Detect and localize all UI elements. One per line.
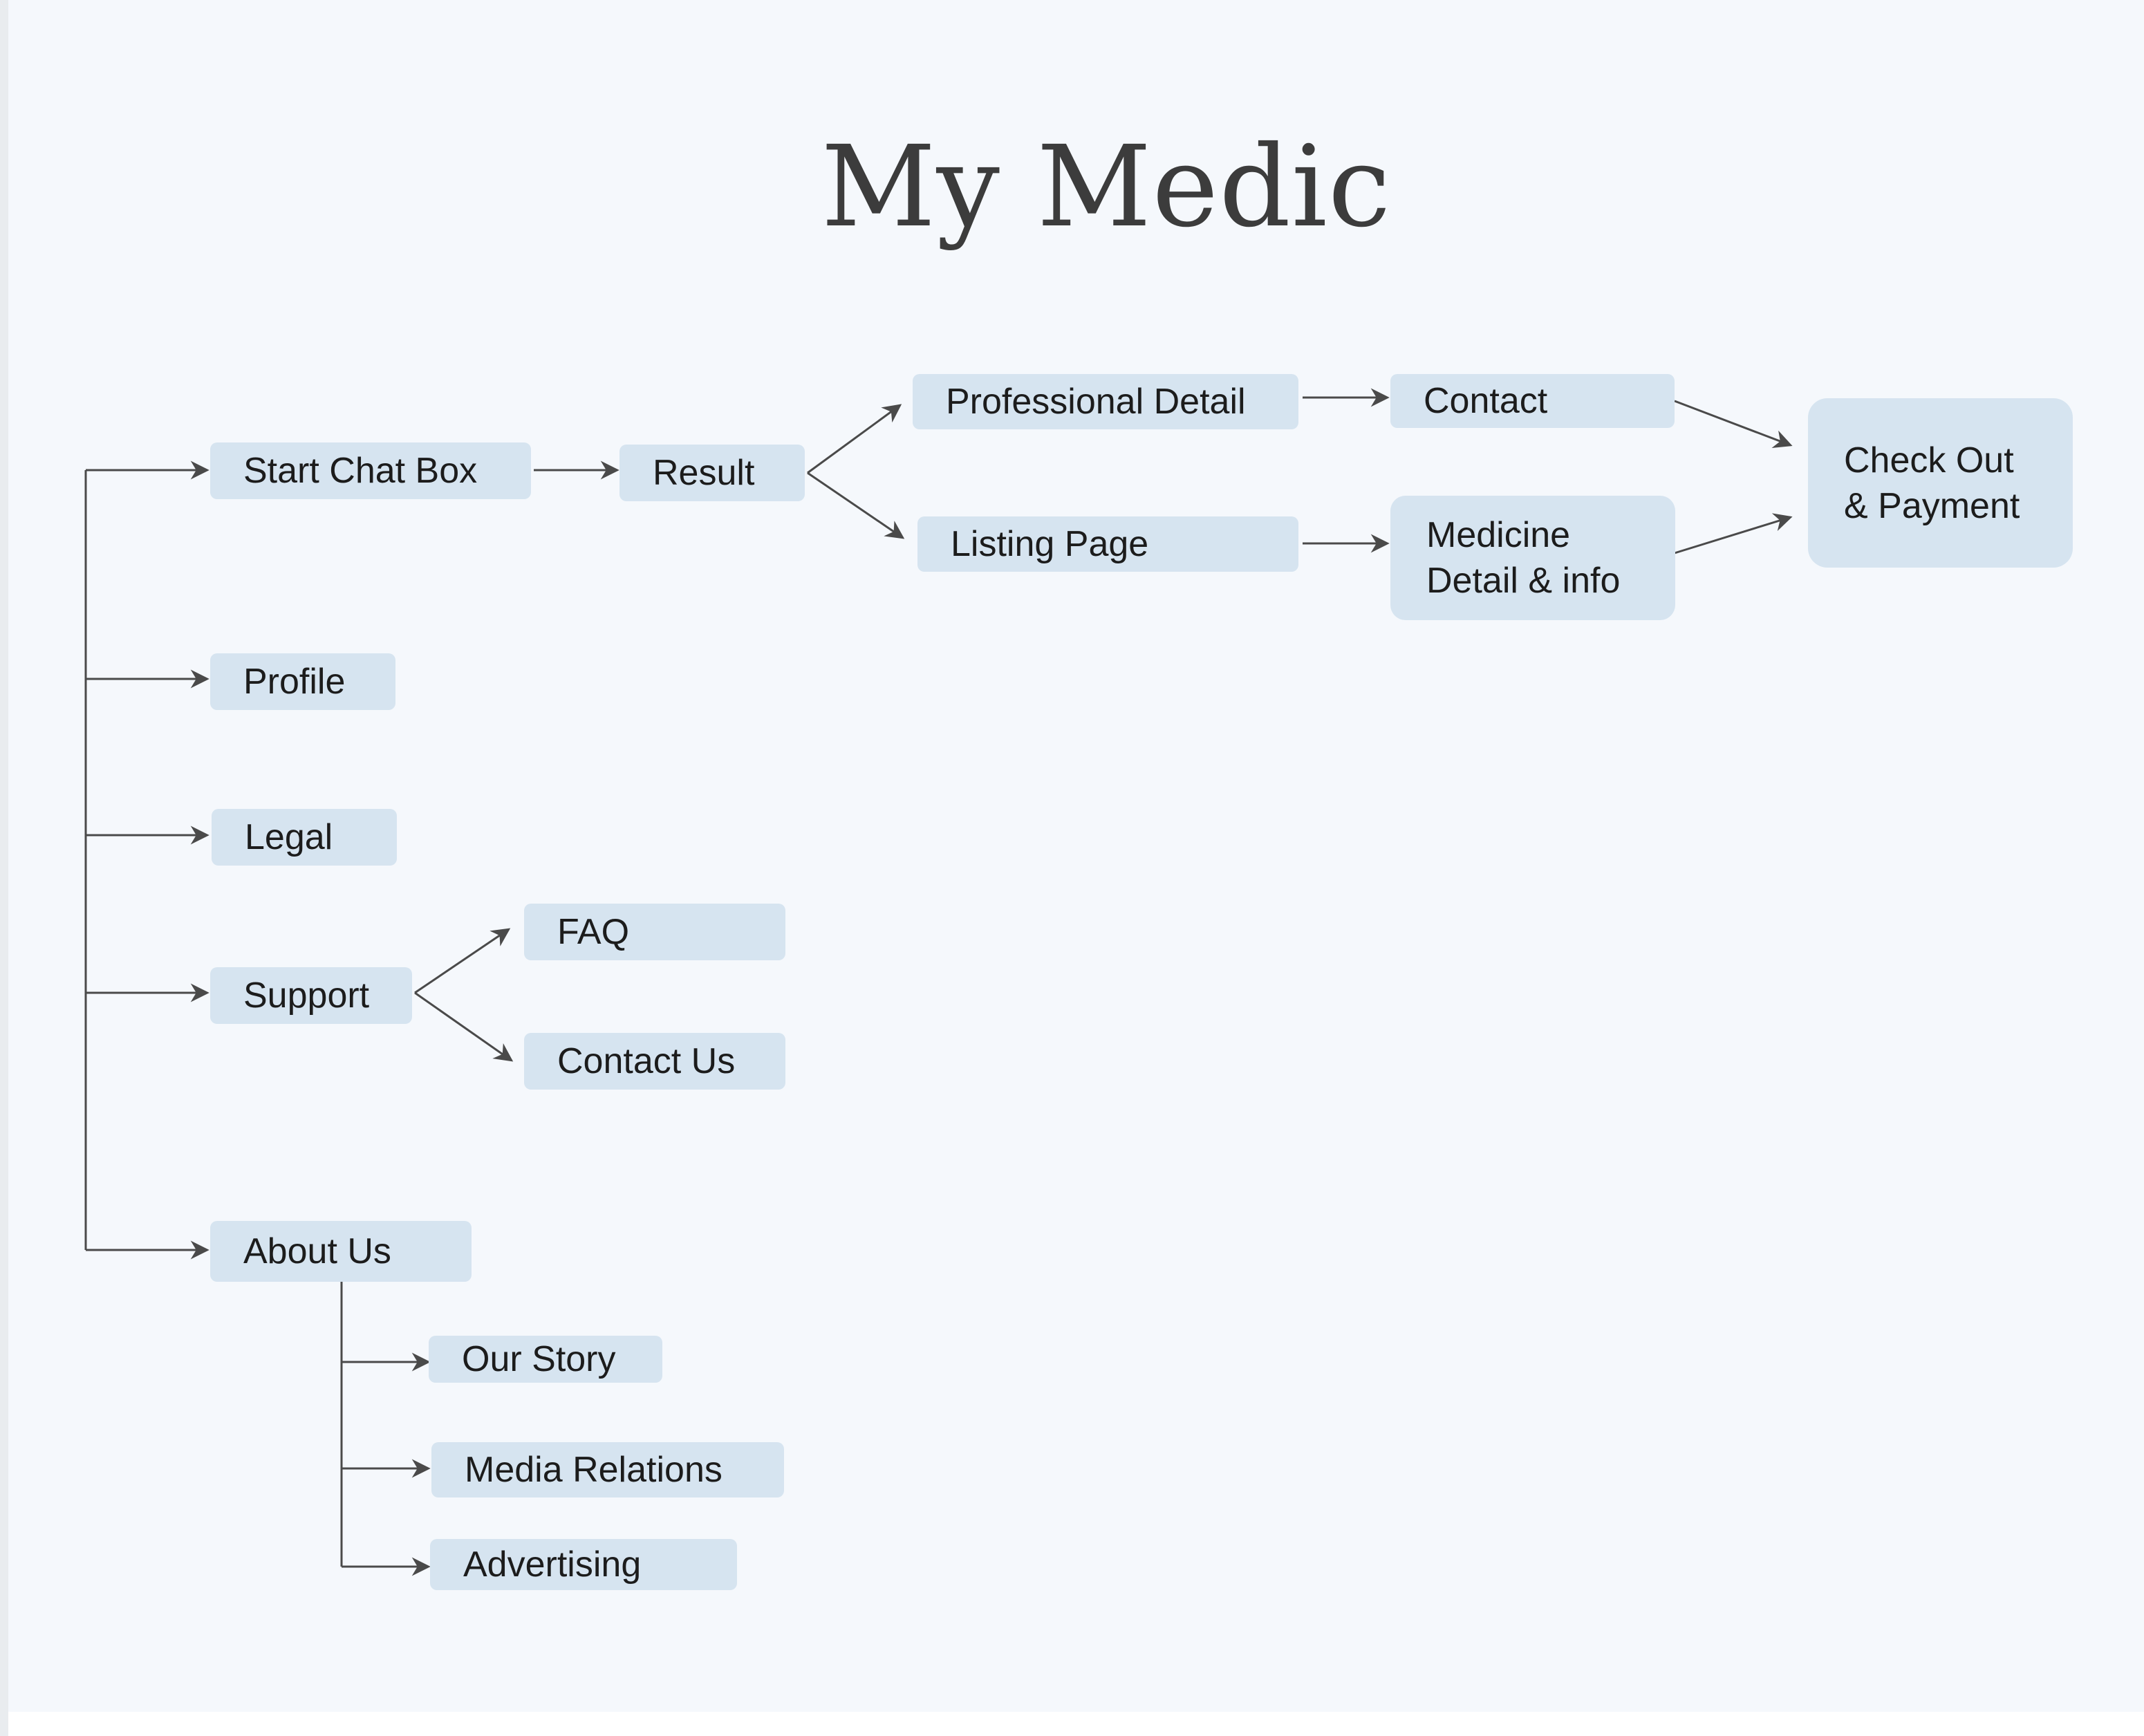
node-label: FAQ xyxy=(557,912,630,952)
node-label: Result xyxy=(653,453,755,493)
node-label: Start Chat Box xyxy=(243,451,478,491)
diagram-title: My Medic xyxy=(821,122,1392,252)
node-label: About Us xyxy=(243,1231,391,1271)
node-profile[interactable]: Profile xyxy=(210,653,395,710)
node-label: Check Out & Payment xyxy=(1844,440,2020,526)
node-legal[interactable]: Legal xyxy=(212,809,397,866)
node-label: Profile xyxy=(243,662,346,702)
arrow-medicine-to-checkout xyxy=(1674,513,1793,554)
node-result[interactable]: Result xyxy=(619,445,805,501)
node-label: Our Story xyxy=(462,1339,616,1379)
node-media-relations[interactable]: Media Relations xyxy=(431,1442,784,1497)
node-listing-page[interactable]: Listing Page xyxy=(917,516,1298,572)
arrow-to-contact-us xyxy=(414,991,514,1062)
node-support[interactable]: Support xyxy=(210,967,412,1024)
node-professional-detail[interactable]: Professional Detail xyxy=(913,374,1298,429)
node-faq[interactable]: FAQ xyxy=(524,904,785,960)
node-start-chat-box[interactable]: Start Chat Box xyxy=(210,442,531,499)
arrow-to-listing-page xyxy=(807,472,905,539)
arrow-to-faq xyxy=(414,928,511,994)
node-label: Legal xyxy=(245,817,333,857)
node-checkout-payment[interactable]: Check Out & Payment xyxy=(1808,398,2073,568)
node-label: Advertising xyxy=(463,1544,642,1585)
node-contact[interactable]: Contact xyxy=(1390,374,1675,428)
node-label: Contact xyxy=(1424,381,1548,421)
node-label: Media Relations xyxy=(465,1450,723,1490)
node-label: Medicine Detail & info xyxy=(1426,515,1621,601)
node-advertising[interactable]: Advertising xyxy=(430,1539,737,1590)
node-about-us[interactable]: About Us xyxy=(210,1221,472,1282)
node-label: Contact Us xyxy=(557,1041,736,1081)
node-label: Support xyxy=(243,976,370,1016)
node-label: Listing Page xyxy=(951,524,1149,564)
node-contact-us[interactable]: Contact Us xyxy=(524,1033,785,1090)
node-our-story[interactable]: Our Story xyxy=(429,1336,662,1383)
node-label: Professional Detail xyxy=(946,382,1246,422)
node-medicine-detail[interactable]: Medicine Detail & info xyxy=(1390,496,1675,620)
arrow-contact-to-checkout xyxy=(1674,400,1793,448)
arrow-to-professional-detail xyxy=(807,404,902,474)
page-edge xyxy=(0,0,8,1736)
